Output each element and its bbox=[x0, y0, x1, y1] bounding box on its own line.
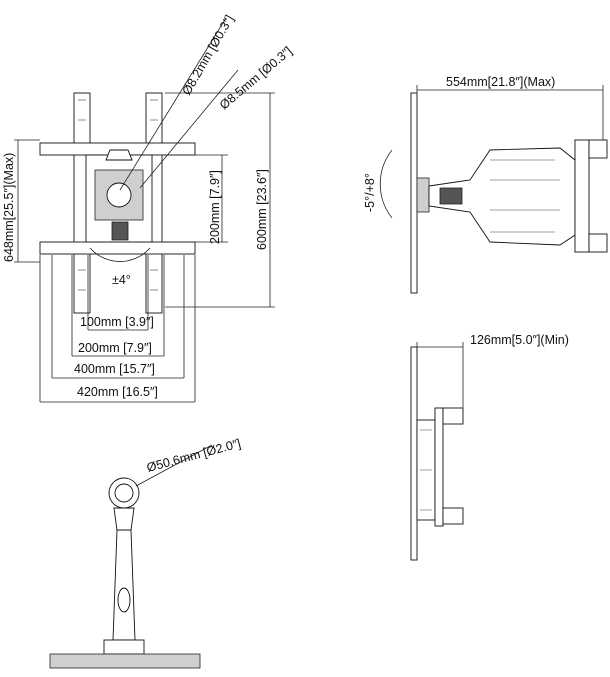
top-joint bbox=[105, 149, 133, 161]
side-view-collapsed: 126mm[5.0″](Min) bbox=[410, 333, 569, 561]
hole-dia-1-label: Ø8.2mm [Ø0.3″] bbox=[179, 13, 236, 98]
collapsed-mount-bottom bbox=[442, 507, 464, 525]
extension-max-label: 554mm[21.8″](Max) bbox=[446, 75, 555, 89]
wall-mount-bottom bbox=[588, 233, 608, 253]
bottom-horizontal-arm bbox=[39, 241, 196, 255]
width-400-label: 400mm [15.7″] bbox=[74, 362, 155, 376]
top-view: Ø50.6mm [Ø2.0″] bbox=[49, 436, 242, 669]
side-view-extended: 554mm[21.8″](Max) -5°/+8° bbox=[363, 75, 608, 294]
wall-plate-collapsed bbox=[434, 407, 444, 527]
top-joint-block bbox=[103, 639, 145, 655]
arm-pivot bbox=[117, 587, 131, 613]
height-max-label: 648mm[25.5″](Max) bbox=[2, 153, 16, 262]
top-wall-plate bbox=[49, 653, 201, 669]
tilt-swivel-label: ±4° bbox=[112, 273, 131, 287]
top-arm bbox=[112, 529, 136, 641]
arm-joint bbox=[439, 187, 463, 205]
width-200-label: 200mm [7.9″] bbox=[78, 341, 152, 355]
tv-panel-side-collapsed bbox=[410, 346, 418, 561]
pole-dia-label: Ø50.6mm [Ø2.0″] bbox=[145, 436, 242, 475]
tv-panel-side bbox=[410, 92, 418, 294]
collapsed-mount-top bbox=[442, 407, 464, 425]
hole-dia-2-label: Ø8.5mm [Ø0.3″] bbox=[217, 44, 295, 112]
front-view: Ø8.2mm [Ø0.3″] Ø8.5mm [Ø0.3″] 648mm[25.5… bbox=[2, 13, 295, 403]
lower-joint bbox=[111, 221, 129, 241]
vertical-600-label: 600mm [23.6″] bbox=[255, 169, 269, 250]
tv-bracket bbox=[416, 177, 430, 213]
clamp-neck bbox=[113, 507, 135, 531]
vertical-200-label: 200mm [7.9″] bbox=[208, 170, 222, 244]
width-420-label: 420mm [16.5″] bbox=[77, 385, 158, 399]
wall-plate-side bbox=[574, 139, 590, 253]
wall-mount-top bbox=[588, 139, 608, 159]
tilt-range-label: -5°/+8° bbox=[363, 173, 377, 212]
extension-min-label: 126mm[5.0″](Min) bbox=[470, 333, 569, 347]
width-100-label: 100mm [3.9″] bbox=[80, 315, 154, 329]
pivot-joint bbox=[106, 182, 132, 208]
pole-section bbox=[114, 483, 134, 503]
